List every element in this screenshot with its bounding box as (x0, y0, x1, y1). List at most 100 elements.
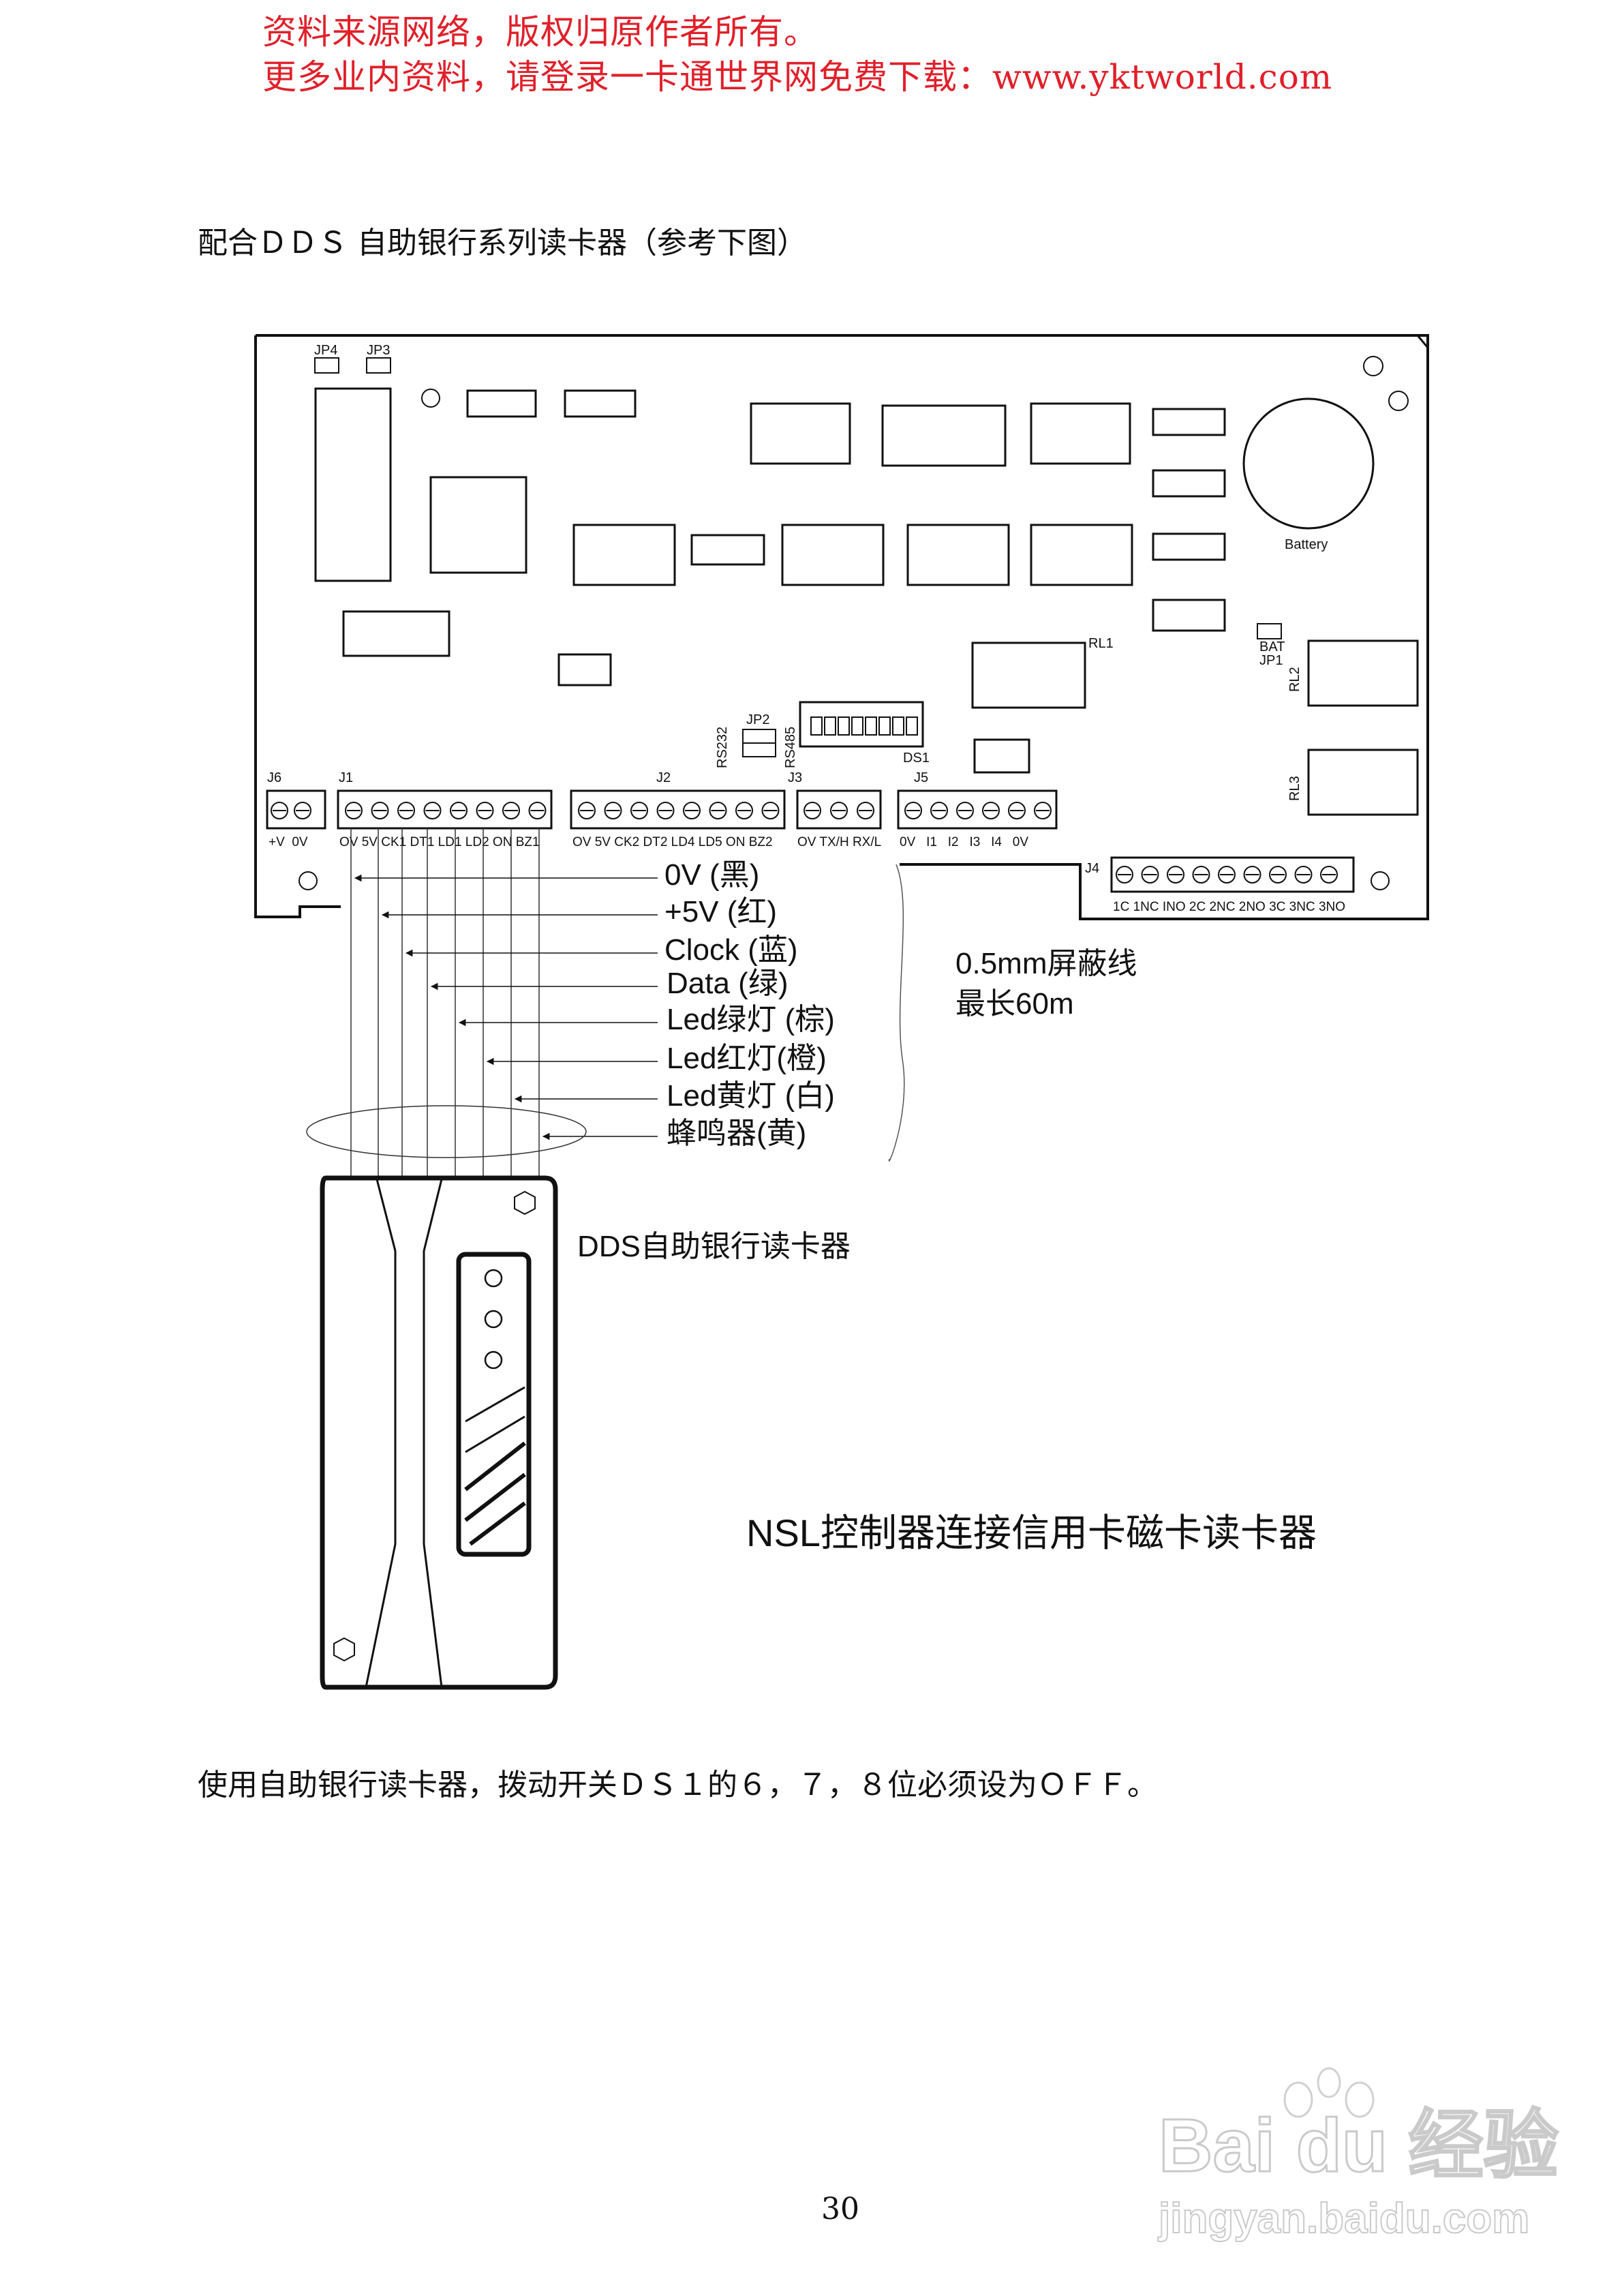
ds1-label: DS1 (903, 751, 930, 766)
terminal-screw-4-2 (956, 802, 974, 819)
terminal-screw-3-1 (830, 802, 848, 819)
terminal-screw-2-4 (683, 802, 701, 819)
board-labels: JP4 JP3 Battery BAT JP1 RL1 JP2 DS1 RL2 … (314, 343, 1328, 801)
terminal-screw-1-0 (345, 802, 363, 819)
rs232-label: RS232 (715, 727, 730, 768)
terminal-screw-5-3 (1192, 866, 1210, 883)
terminal-j1 (337, 789, 553, 830)
terminal-screw-5-8 (1320, 866, 1338, 883)
watermark-logo: Bai du 经验 (1159, 2104, 1559, 2188)
terminal-screw-0-0 (271, 802, 288, 819)
j4-label: J4 (1085, 861, 1099, 876)
cable-wires (350, 828, 540, 1178)
intro-text: 配合ＤＤＳ 自助银行系列读卡器（参考下图） (198, 226, 807, 260)
dip-switch-positions (810, 716, 918, 736)
terminal-j5 (897, 789, 1058, 830)
terminal-screw-4-1 (930, 802, 948, 819)
jp3-label: JP3 (367, 343, 390, 358)
terminal-screw-4-5 (1034, 802, 1052, 819)
terminal-screw-5-2 (1167, 866, 1184, 883)
j2-pins: OV 5V CK2 DT2 LD4 LD5 ON BZ2 (572, 835, 773, 849)
terminal-screw-2-7 (761, 802, 780, 819)
jp2-label: JP2 (746, 712, 769, 727)
jp1-label: JP1 (1259, 653, 1283, 668)
wire-labels: 0V (黑) +5V (红) Clock (蓝) Data (绿) Led绿灯 … (664, 858, 1137, 1150)
wire-label-data: Data (绿) (667, 967, 788, 1000)
terminal-screw-5-5 (1243, 866, 1261, 883)
paw-icon (1283, 2067, 1375, 2118)
terminal-screw-4-3 (982, 802, 1000, 819)
cable-bundle (306, 1105, 587, 1158)
terminal-screws (271, 802, 1338, 883)
terminal-screw-5-7 (1294, 866, 1313, 883)
diagram-caption: NSL控制器连接信用卡磁卡读卡器 (746, 1511, 1317, 1554)
wire-leaders (354, 874, 658, 1141)
terminal-screw-2-0 (578, 802, 596, 819)
j4-pins: 1C 1NC INO 2C 2NC 2NO 3C 3NC 3NO (1113, 900, 1345, 914)
terminal-screw-5-1 (1141, 866, 1159, 883)
terminal-screw-1-3 (423, 802, 442, 819)
baidu-watermark: Bai du 经验 jingyan.baidu.com (1157, 2067, 1559, 2243)
terminal-screw-5-4 (1218, 866, 1236, 883)
terminal-j3 (796, 789, 882, 830)
j6-pins: +V 0V (269, 835, 308, 849)
wire-label-buzzer: 蜂鸣器(黄) (667, 1117, 806, 1150)
terminal-screw-1-7 (528, 802, 547, 819)
wire-label-led-red: Led红灯(橙) (667, 1042, 827, 1075)
terminal-screw-4-0 (904, 802, 922, 819)
reader-labels: DDS自助银行读卡器 NSL控制器连接信用卡磁卡读卡器 (577, 1230, 1317, 1554)
terminal-blocks (266, 789, 1355, 893)
header-line-1: 资料来源网络，版权归原作者所有。 (262, 12, 818, 52)
terminal-screw-1-1 (371, 802, 389, 819)
terminal-screw-3-2 (857, 802, 874, 819)
rl2-label: RL2 (1287, 667, 1302, 692)
j2-label: J2 (656, 770, 671, 785)
terminal-j6 (266, 789, 326, 830)
wire-label-led-yellow: Led黄灯 (白) (667, 1079, 835, 1113)
page-number: 30 (821, 2192, 859, 2226)
terminal-screw-1-2 (397, 802, 415, 819)
j1-label: J1 (339, 770, 353, 785)
jp4-label: JP4 (314, 343, 337, 358)
reader-label: DDS自助银行读卡器 (577, 1230, 851, 1263)
battery-label: Battery (1285, 537, 1328, 552)
j3-pins: OV TX/H RX/L (797, 835, 881, 849)
terminal-screw-1-5 (476, 802, 494, 819)
terminal-screw-5-0 (1116, 866, 1133, 883)
cable-spec-line-2: 最长60m (955, 987, 1074, 1021)
j5-label: J5 (914, 770, 928, 785)
cable-bracket (888, 864, 905, 1162)
terminal-screw-1-4 (450, 802, 468, 819)
card-reader (320, 1175, 558, 1690)
j5-pins: 0V I1 I2 I3 I4 0V (900, 835, 1028, 849)
wire-label-led-green: Led绿灯 (棕) (667, 1003, 835, 1036)
terminal-j2 (570, 789, 786, 830)
wire-label-0v: 0V (黑) (664, 858, 759, 892)
terminal-screw-0-1 (294, 802, 311, 819)
cable-spec-line-1: 0.5mm屏蔽线 (955, 947, 1137, 980)
terminal-screw-2-1 (604, 802, 622, 819)
terminal-screw-4-4 (1008, 802, 1026, 819)
terminal-screw-5-6 (1269, 866, 1287, 883)
connector-labels: J6 J1 J2 J3 J5 J4 +V 0V OV 5V CK1 DT1 LD… (267, 770, 1345, 914)
terminal-screw-2-3 (656, 802, 675, 819)
wire-label-clock: Clock (蓝) (664, 933, 798, 967)
rl3-label: RL3 (1287, 776, 1302, 801)
terminal-screw-2-5 (709, 802, 727, 819)
header-line-2: 更多业内资料，请登录一卡通世界网免费下载：www.yktworld.com (262, 57, 1333, 97)
rs485-label: RS485 (783, 727, 798, 768)
terminal-screw-2-6 (735, 802, 753, 819)
terminal-screw-1-6 (502, 802, 520, 819)
terminal-j4 (1110, 856, 1355, 893)
watermark-url: jingyan.baidu.com (1158, 2195, 1529, 2242)
terminal-screw-3-0 (804, 802, 821, 819)
controller-board (254, 334, 1429, 920)
terminal-screw-2-2 (630, 802, 648, 819)
j1-pins: OV 5V CK1 DT1 LD1 LD2 ON BZ1 (339, 835, 540, 849)
j3-label: J3 (788, 770, 802, 785)
footer-note: 使用自助银行读卡器，拨动开关ＤＳ１的６，７，８位必须设为ＯＦＦ。 (198, 1768, 1157, 1802)
j6-label: J6 (267, 770, 281, 785)
bat-label: BAT (1259, 639, 1285, 654)
rl1-label: RL1 (1088, 636, 1114, 651)
